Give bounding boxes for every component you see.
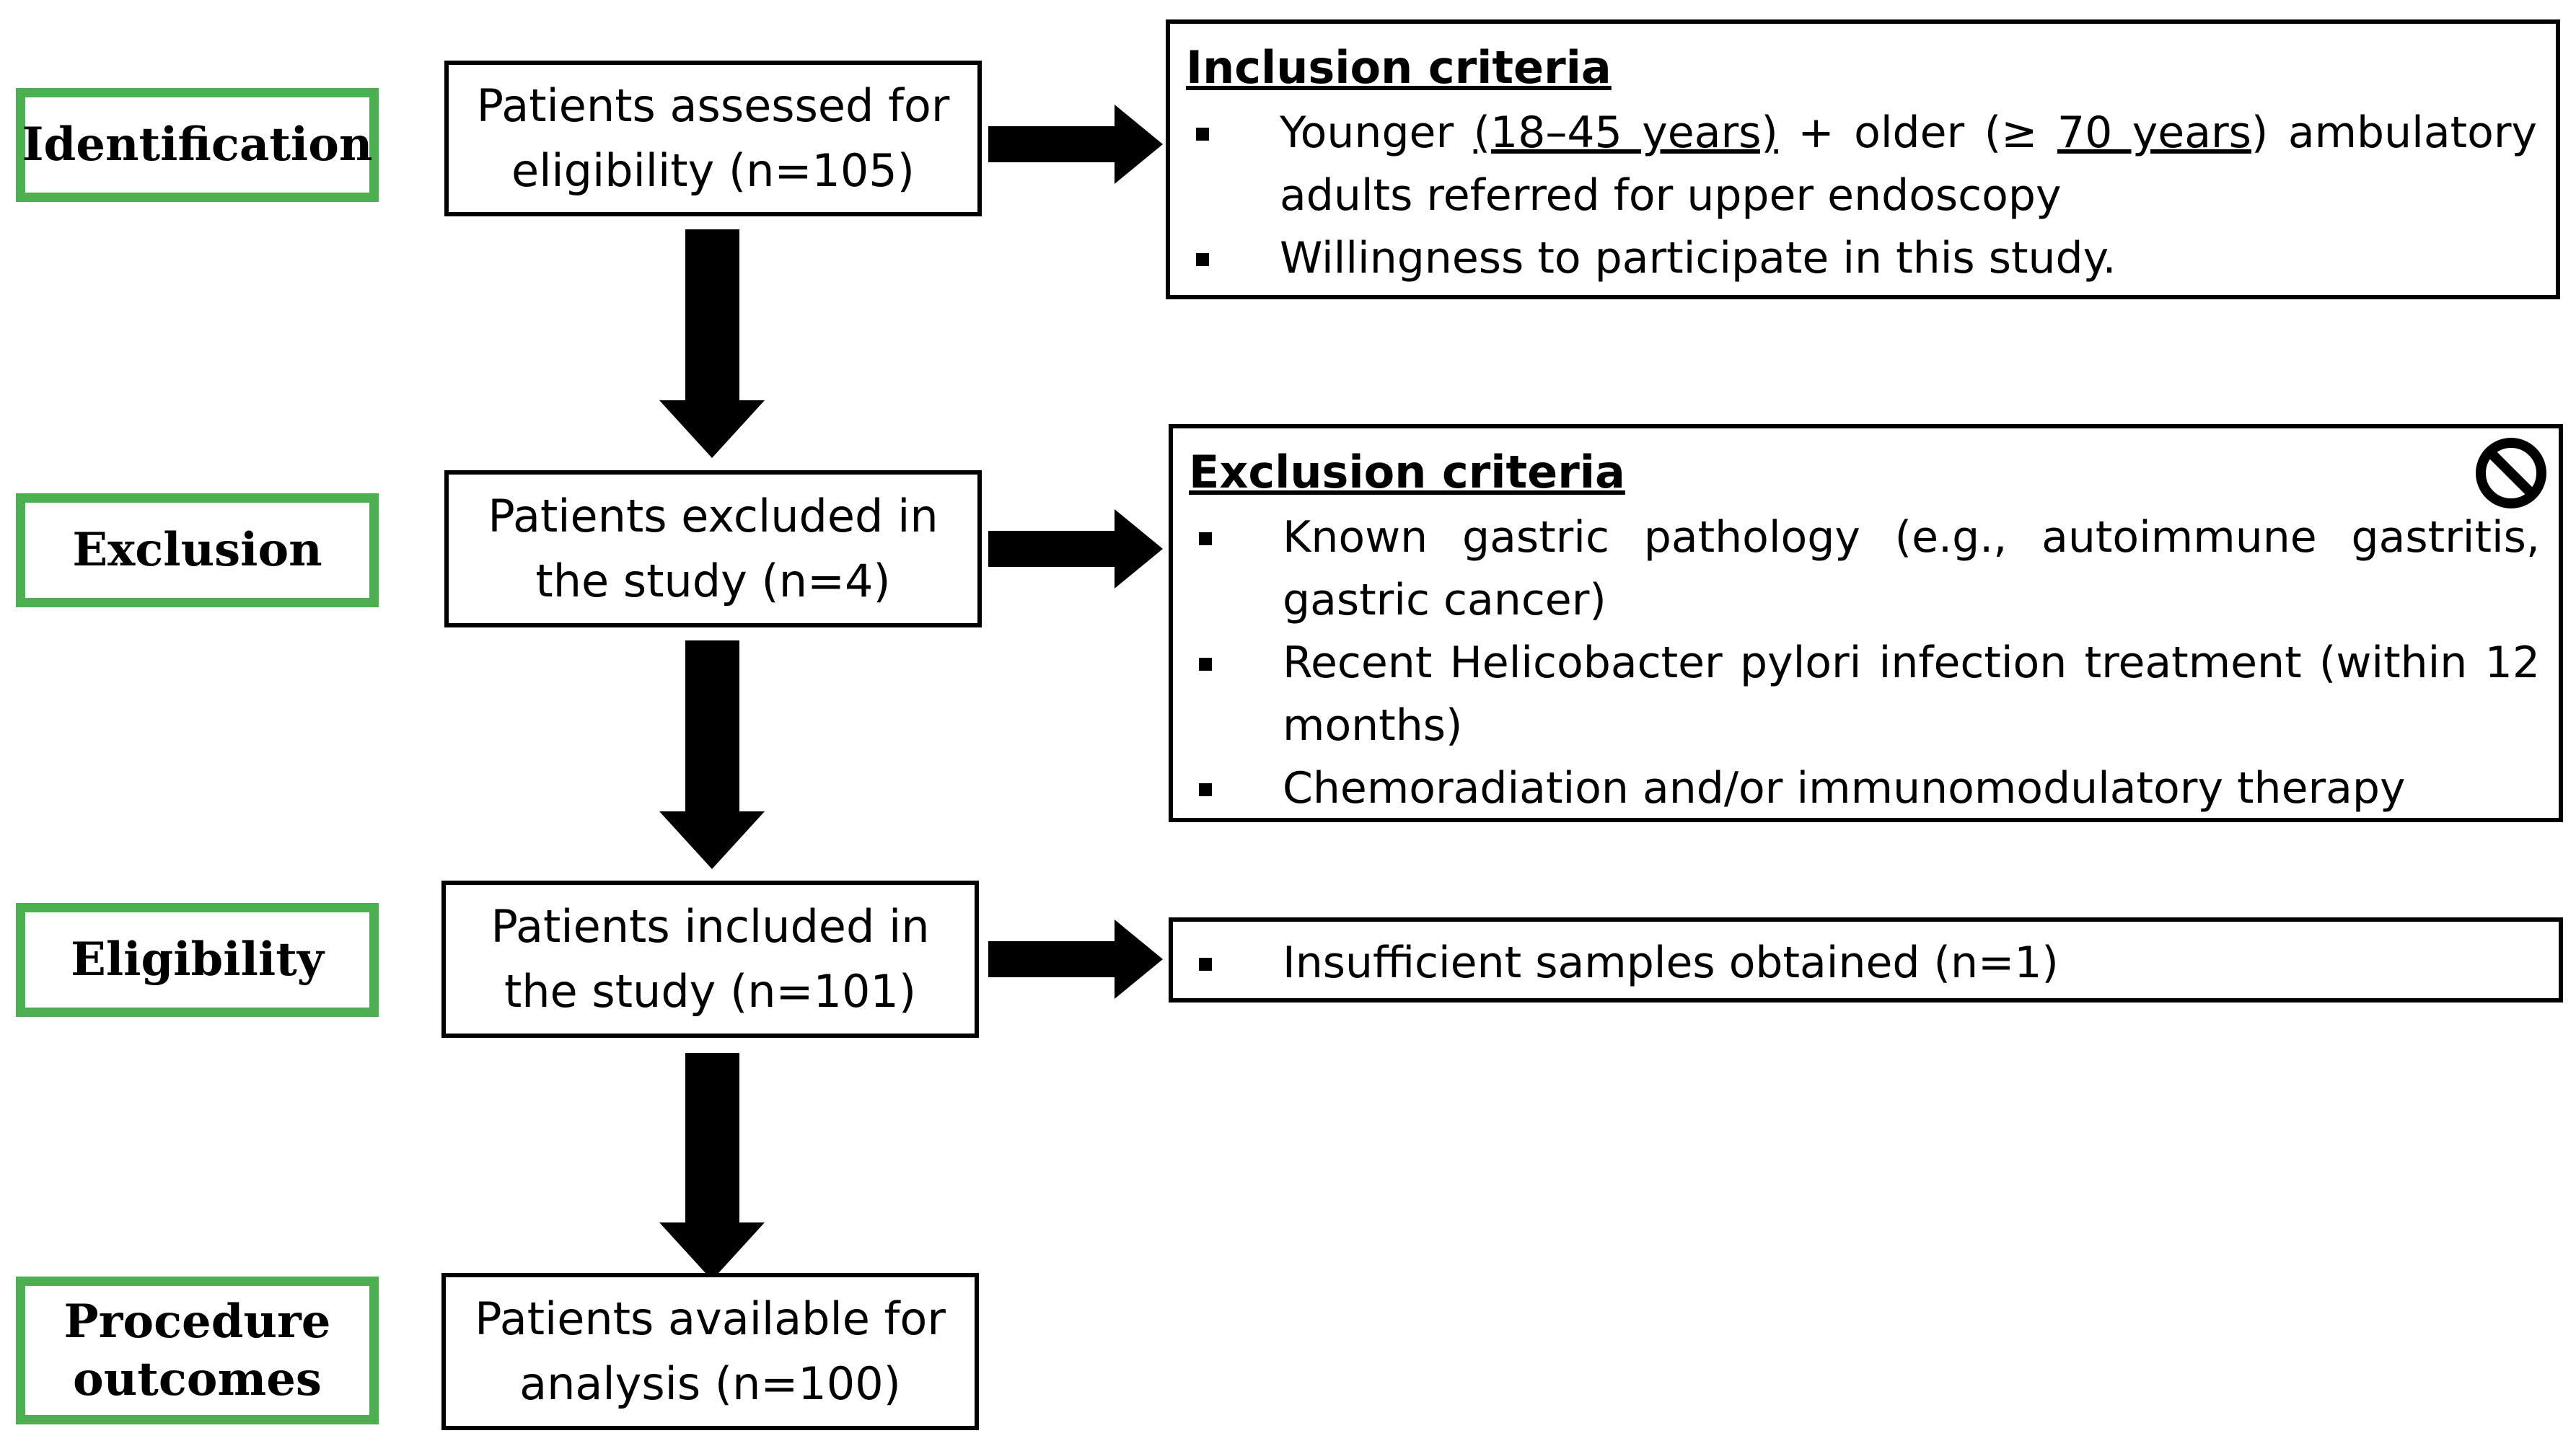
exclusion-item-text: Known gastric pathology (e.g., autoimmun… — [1283, 511, 2540, 625]
inclusion-criteria-box: Inclusion criteria Younger (18–45 years)… — [1166, 19, 2560, 299]
stage-identification: Identification — [16, 88, 379, 202]
exclusion-criteria-list: Known gastric pathology (e.g., autoimmun… — [1189, 506, 2540, 820]
inclusion-item-age-old-range: 70 years — [2057, 107, 2251, 158]
eligibility-note-text: Insufficient samples obtained (n=1) — [1283, 938, 2059, 988]
stage-identification-label: Identification — [22, 118, 373, 172]
bullet-icon — [1199, 958, 1212, 971]
flow-box-excluded: Patients excluded in the study (n=4) — [444, 470, 982, 627]
exclusion-criteria-title: Exclusion criteria — [1189, 446, 1625, 498]
inclusion-item-age-young-range: (18–45 years) — [1473, 107, 1778, 158]
bullet-icon — [1199, 657, 1212, 671]
down-arrow-1 — [659, 229, 765, 458]
stage-eligibility: Eligibility — [16, 903, 379, 1017]
exclusion-item-text: Recent Helicobacter pylori infection tre… — [1283, 637, 2540, 751]
exclusion-criteria-box: Exclusion criteria Known gastric patholo… — [1169, 424, 2563, 822]
inclusion-item-age-middle: + older (≥ — [1777, 107, 2057, 158]
inclusion-item-willingness: Willingness to participate in this study… — [1186, 227, 2537, 290]
bullet-icon — [1199, 532, 1212, 545]
bullet-icon — [1196, 252, 1209, 266]
flow-box-excluded-text: Patients excluded in the study (n=4) — [488, 490, 938, 607]
flow-box-assessed: Patients assessed for eligibility (n=105… — [444, 61, 982, 216]
stage-procedure-outcomes-label: Procedure outcomes — [63, 1294, 331, 1406]
stage-eligibility-label: Eligibility — [71, 933, 324, 987]
inclusion-criteria-list: Younger (18–45 years) + older (≥ 70 year… — [1186, 102, 2537, 290]
flow-box-analysis-text: Patients available for analysis (n=100) — [475, 1292, 946, 1410]
exclusion-item: Known gastric pathology (e.g., autoimmun… — [1189, 506, 2540, 632]
bullet-icon — [1199, 783, 1212, 796]
inclusion-item-willingness-text: Willingness to participate in this study… — [1280, 232, 2116, 283]
flow-box-included: Patients included in the study (n=101) — [441, 881, 979, 1038]
eligibility-note-list: Insufficient samples obtained (n=1) — [1189, 932, 2540, 995]
inclusion-item-age: Younger (18–45 years) + older (≥ 70 year… — [1186, 102, 2537, 227]
right-arrow-2 — [988, 509, 1163, 589]
exclusion-item-text: Chemoradiation and/or immunomodulatory t… — [1283, 762, 2406, 814]
eligibility-note-item: Insufficient samples obtained (n=1) — [1189, 932, 2540, 995]
inclusion-item-age-prefix: Younger — [1280, 107, 1474, 158]
prohibited-icon — [2476, 438, 2546, 508]
inclusion-criteria-title: Inclusion criteria — [1186, 41, 1612, 94]
flow-box-assessed-text: Patients assessed for eligibility (n=105… — [476, 79, 950, 197]
flow-box-analysis: Patients available for analysis (n=100) — [441, 1273, 979, 1430]
stage-exclusion: Exclusion — [16, 493, 379, 607]
inclusion-item-age-suffix: ) ambulatory adults referred for upper e… — [1280, 107, 2538, 221]
down-arrow-3 — [659, 1053, 765, 1280]
down-arrow-2 — [659, 640, 765, 869]
flow-box-included-text: Patients included in the study (n=101) — [491, 900, 930, 1018]
right-arrow-3 — [988, 920, 1163, 999]
bullet-icon — [1196, 127, 1209, 141]
exclusion-item: Recent Helicobacter pylori infection tre… — [1189, 632, 2540, 757]
right-arrow-1 — [988, 105, 1163, 184]
eligibility-note-box: Insufficient samples obtained (n=1) — [1169, 917, 2563, 1002]
stage-exclusion-label: Exclusion — [72, 523, 322, 577]
exclusion-item: Chemoradiation and/or immunomodulatory t… — [1189, 757, 2540, 820]
stage-procedure-outcomes: Procedure outcomes — [16, 1277, 379, 1424]
